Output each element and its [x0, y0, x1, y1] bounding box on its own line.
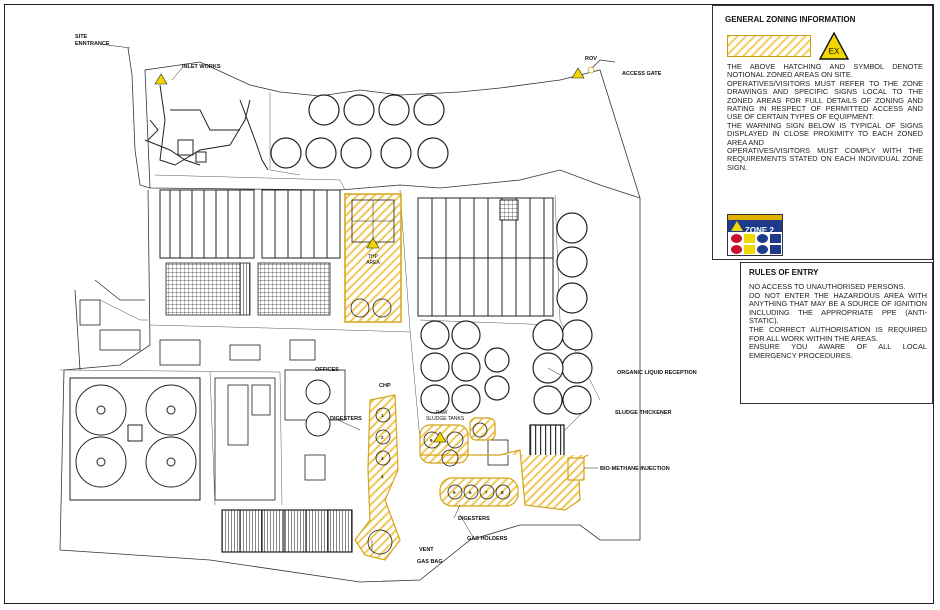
hazard-icon — [744, 234, 755, 243]
hazard-triangle-icon — [571, 67, 585, 79]
sign-warning-icon — [731, 221, 743, 231]
digester-number-8: 8 — [501, 490, 504, 495]
digester-numbers: 1 2 3 4 5 6 7 8 9 — [381, 413, 504, 495]
digesters-lower-label: DIGESTERS — [458, 516, 490, 522]
settlement-tanks-middle — [420, 320, 510, 414]
ppe-icon — [757, 234, 768, 243]
inlet-works-pipework — [144, 84, 269, 171]
zone-hatch-swatch — [727, 35, 811, 57]
hazard-icon — [744, 245, 755, 254]
rules-paragraph-3: THE CORRECT AUTHORISATION IS REQUIRED FO… — [749, 324, 927, 343]
label-leader-lines — [99, 43, 598, 550]
rules-panel-title: RULES OF ENTRY — [749, 268, 819, 277]
digesters-left-label: DIGESTERS — [330, 416, 362, 422]
vent-label: VENT — [419, 547, 434, 553]
site-entrance-label-2: ENNTRANCE — [75, 41, 110, 47]
offices-label: OFFICES — [315, 367, 339, 373]
gas-bag-label: GAS BAG — [417, 559, 443, 565]
raw-sludge-tanks-label-2: SLUDGE TANKS — [426, 416, 465, 422]
zoning-panel-title: GENERAL ZONING INFORMATION — [725, 15, 856, 24]
rules-description: NO ACCESS TO UNAUTHORISED PERSONS. DO NO… — [749, 282, 927, 360]
zoning-paragraph-1: THE ABOVE HATCHING AND SYMBOL DENOTE NOT… — [727, 62, 923, 80]
drawing-frame — [4, 4, 934, 604]
primary-tanks-lower-left — [69, 377, 201, 501]
site-buildings — [79, 299, 509, 501]
bio-methane-injection-label: BIO-METHANE INJECTION — [600, 466, 670, 472]
clarifier-tanks-top — [270, 94, 449, 169]
storm-tanks-bottom — [221, 509, 353, 553]
no-ignition-icon — [731, 234, 742, 243]
hazard-triangle-icon — [154, 73, 168, 85]
zoning-paragraph-3: THE WARNING SIGN BELOW IS TYPICAL OF SIG… — [727, 120, 923, 147]
gas-holders-label: GAS HOLDERS — [467, 536, 508, 542]
rules-paragraph-4: ENSURE YOU AWARE OF ALL LOCAL EMERGENCY … — [749, 342, 927, 360]
zoning-information-panel: GENERAL ZONING INFORMATION EX THE ABOVE … — [712, 5, 933, 260]
zone-2-warning-sign: ZONE 2 — [727, 214, 783, 256]
digester-hazard-zone — [354, 394, 589, 561]
digester-number-6: 6 — [469, 490, 472, 495]
ppe-icon — [757, 245, 768, 254]
organic-liquid-reception-label: ORGANIC LIQUID RECEPTION — [617, 370, 697, 376]
ex-warning-icon: EX — [819, 32, 849, 60]
filter-beds-left — [165, 262, 331, 316]
rules-paragraph-1: NO ACCESS TO UNAUTHORISED PERSONS. — [749, 282, 906, 291]
chp-label: CHP — [379, 383, 391, 389]
digester-outlines — [367, 407, 511, 555]
raw-sludge-tanks-label-1: RAW — [436, 410, 448, 416]
aeration-lanes-left — [159, 189, 341, 259]
digester-number-2: 2 — [381, 435, 384, 440]
hazard-triangle-icon — [433, 431, 447, 443]
site-boundary — [59, 47, 641, 583]
sign-zone-label: ZONE 2 — [745, 226, 774, 235]
info-icon — [770, 245, 781, 254]
digester-number-3: 3 — [381, 456, 384, 461]
no-smoking-icon — [731, 245, 742, 254]
sludge-thickener-label: SLUDGE THICKENER — [615, 410, 672, 416]
digester-number-4: 4 — [381, 474, 384, 479]
zoning-paragraph-2: OPERATIVES/VISITORS MUST REFER TO THE ZO… — [727, 78, 923, 122]
digester-number-1: 1 — [381, 413, 384, 418]
ex-icon-label: EX — [829, 47, 840, 56]
site-entrance-label-1: SITE — [75, 34, 88, 40]
digester-number-7: 7 — [485, 490, 488, 495]
hazard-triangle-icons — [154, 67, 585, 443]
digester-number-9: 9 — [430, 438, 433, 443]
info-icon — [770, 234, 781, 243]
thp-area-label-2: AREA — [366, 260, 380, 266]
digester-number-5: 5 — [453, 490, 456, 495]
offices-tanks — [305, 379, 331, 437]
thp-area-zone — [344, 193, 402, 323]
aeration-lanes-right — [417, 197, 554, 317]
zoning-description: THE ABOVE HATCHING AND SYMBOL DENOTE NOT… — [727, 62, 923, 172]
access-gate-label: ACCESS GATE — [622, 71, 662, 77]
inlet-works-label: INLET WORKS — [182, 64, 221, 70]
zoning-paragraph-4: OPERATIVES/VISITORS MUST COMPLY WITH THE… — [727, 146, 923, 172]
rules-of-entry-panel: RULES OF ENTRY NO ACCESS TO UNAUTHORISED… — [740, 262, 933, 404]
rov-marker — [587, 66, 595, 74]
thp-area-label-1: THP — [368, 254, 379, 260]
rov-label: ROV — [585, 56, 597, 62]
rules-paragraph-2: DO NOT ENTER THE HAZARDOUS AREA WITH ANY… — [749, 290, 927, 326]
